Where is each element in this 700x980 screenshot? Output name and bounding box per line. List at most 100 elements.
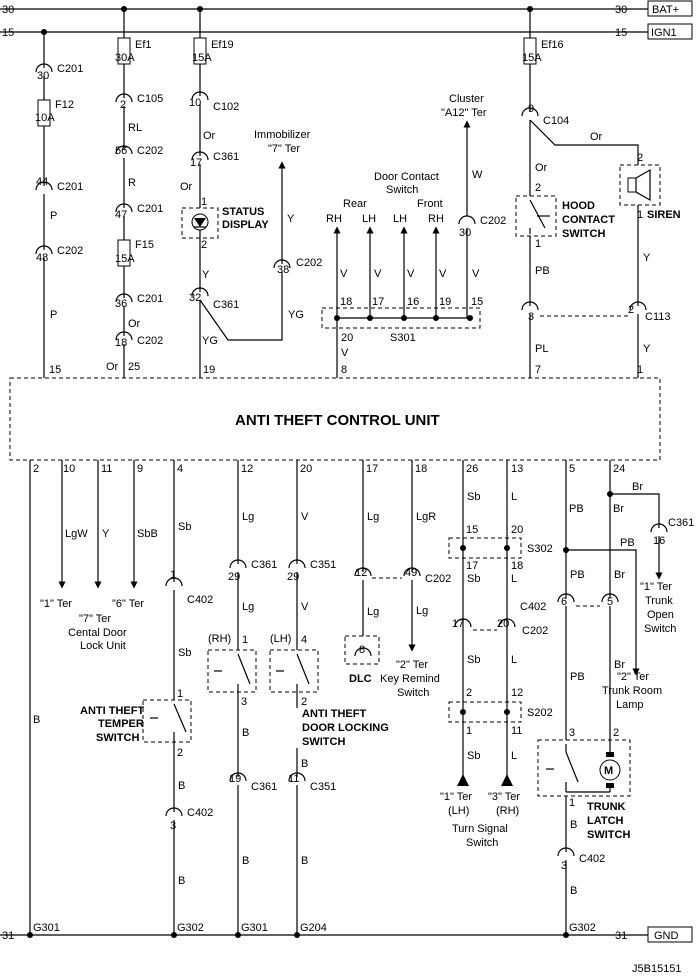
svg-text:G204: G204: [300, 922, 327, 934]
svg-text:17: 17: [366, 463, 378, 475]
svg-text:"1" Ter: "1" Ter: [440, 791, 472, 803]
svg-text:Or: Or: [203, 130, 216, 142]
svg-text:Turn Signal: Turn Signal: [452, 823, 508, 835]
svg-text:30A: 30A: [115, 52, 135, 64]
svg-text:B: B: [33, 714, 40, 726]
svg-text:Br: Br: [632, 481, 643, 493]
svg-text:LH: LH: [362, 213, 376, 225]
svg-text:25: 25: [128, 361, 140, 373]
svg-text:Or: Or: [590, 131, 603, 143]
svg-text:Sb: Sb: [467, 573, 480, 585]
svg-text:C351: C351: [310, 781, 336, 793]
svg-text:Lg: Lg: [367, 511, 379, 523]
ign-label: IGN1: [651, 27, 677, 39]
svg-text:SIREN: SIREN: [647, 209, 681, 221]
svg-text:12: 12: [355, 567, 367, 579]
svg-text:19: 19: [229, 773, 241, 785]
svg-text:Y: Y: [643, 343, 651, 355]
svg-text:15A: 15A: [115, 253, 135, 265]
svg-text:26: 26: [466, 463, 478, 475]
svg-text:18: 18: [415, 463, 427, 475]
svg-text:SWITCH: SWITCH: [587, 829, 630, 841]
svg-text:8: 8: [359, 644, 365, 656]
svg-text:20: 20: [511, 524, 523, 536]
svg-text:1: 1: [201, 196, 207, 208]
svg-text:C402: C402: [579, 853, 605, 865]
svg-text:17: 17: [372, 296, 384, 308]
svg-text:TEMPER: TEMPER: [98, 718, 144, 730]
gnd-rail: 31 31 GND: [0, 926, 693, 943]
svg-text:STATUS: STATUS: [222, 206, 264, 218]
svg-text:R: R: [128, 177, 136, 189]
svg-text:47: 47: [115, 209, 127, 221]
svg-text:C361: C361: [251, 559, 277, 571]
svg-text:Or: Or: [180, 181, 193, 193]
svg-text:"A12" Ter: "A12" Ter: [441, 107, 487, 119]
svg-text:Lg: Lg: [416, 605, 428, 617]
svg-text:Switch: Switch: [644, 623, 676, 635]
siren: 2 1 SIREN Y: [619, 152, 681, 306]
svg-text:G301: G301: [241, 922, 268, 934]
svg-text:C402: C402: [520, 601, 546, 613]
svg-text:Rear: Rear: [343, 198, 367, 210]
svg-text:10: 10: [189, 97, 201, 109]
svg-text:17: 17: [452, 618, 464, 630]
circuit-ef16: Ef16 15A 9 C104 Or Or: [521, 9, 639, 196]
svg-text:DOOR LOCKING: DOOR LOCKING: [302, 722, 389, 734]
svg-text:38: 38: [277, 264, 289, 276]
svg-text:S302: S302: [527, 543, 553, 555]
svg-text:B: B: [301, 758, 308, 770]
svg-text:C202: C202: [425, 573, 451, 585]
svg-text:Ef1: Ef1: [135, 39, 152, 51]
svg-text:7: 7: [535, 364, 541, 376]
svg-text:17: 17: [190, 157, 202, 169]
svg-text:C201: C201: [57, 181, 83, 193]
svg-text:29: 29: [228, 571, 240, 583]
turn-signal-circuit: 26 13 Sb L 15 20 S302 17 18 Sb L 17 20 C…: [440, 460, 553, 849]
circuit-f12: 30 C201 F12 10A 44 C201 P 48 C202 P 15: [35, 32, 83, 378]
svg-text:2: 2: [466, 687, 472, 699]
svg-text:1: 1: [242, 634, 248, 646]
svg-text:C201: C201: [137, 203, 163, 215]
svg-text:15: 15: [49, 364, 61, 376]
svg-text:(LH): (LH): [270, 633, 291, 645]
c113-connector: 3 2 C113 PL Y 7 1: [521, 301, 670, 378]
svg-text:Cental Door: Cental Door: [68, 627, 127, 639]
svg-text:2: 2: [613, 727, 619, 739]
svg-text:C104: C104: [543, 115, 569, 127]
svg-text:SWITCH: SWITCH: [562, 228, 605, 240]
svg-text:Sb: Sb: [467, 491, 480, 503]
svg-text:L: L: [511, 491, 517, 503]
svg-text:V: V: [472, 268, 480, 280]
svg-text:2: 2: [177, 747, 183, 759]
gnd-label: GND: [654, 930, 679, 942]
svg-text:56: 56: [115, 145, 127, 157]
svg-text:11: 11: [288, 773, 299, 785]
svg-text:"6" Ter: "6" Ter: [112, 598, 144, 610]
svg-text:HOOD: HOOD: [562, 200, 595, 212]
svg-text:15: 15: [471, 296, 483, 308]
svg-text:F15: F15: [135, 239, 154, 251]
svg-text:30: 30: [459, 227, 471, 239]
svg-text:C202: C202: [137, 145, 163, 157]
svg-text:12: 12: [511, 687, 523, 699]
svg-text:V: V: [301, 511, 309, 523]
svg-text:G302: G302: [569, 922, 596, 934]
svg-text:4: 4: [301, 634, 307, 646]
svg-text:C361: C361: [251, 781, 277, 793]
svg-text:44: 44: [36, 176, 48, 188]
svg-text:Trunk Room: Trunk Room: [602, 685, 662, 697]
svg-text:Switch: Switch: [397, 687, 429, 699]
svg-text:B: B: [301, 855, 308, 867]
unit-title: ANTI THEFT CONTROL UNIT: [235, 412, 440, 429]
svg-text:(RH): (RH): [496, 805, 519, 817]
svg-text:8: 8: [341, 364, 347, 376]
svg-text:C102: C102: [213, 101, 239, 113]
svg-text:Switch: Switch: [466, 837, 498, 849]
svg-text:15: 15: [466, 524, 478, 536]
svg-text:3: 3: [241, 696, 247, 708]
svg-text:C105: C105: [137, 93, 163, 105]
svg-text:Lg: Lg: [367, 606, 379, 618]
svg-text:1: 1: [569, 797, 575, 809]
svg-text:1: 1: [535, 238, 541, 250]
